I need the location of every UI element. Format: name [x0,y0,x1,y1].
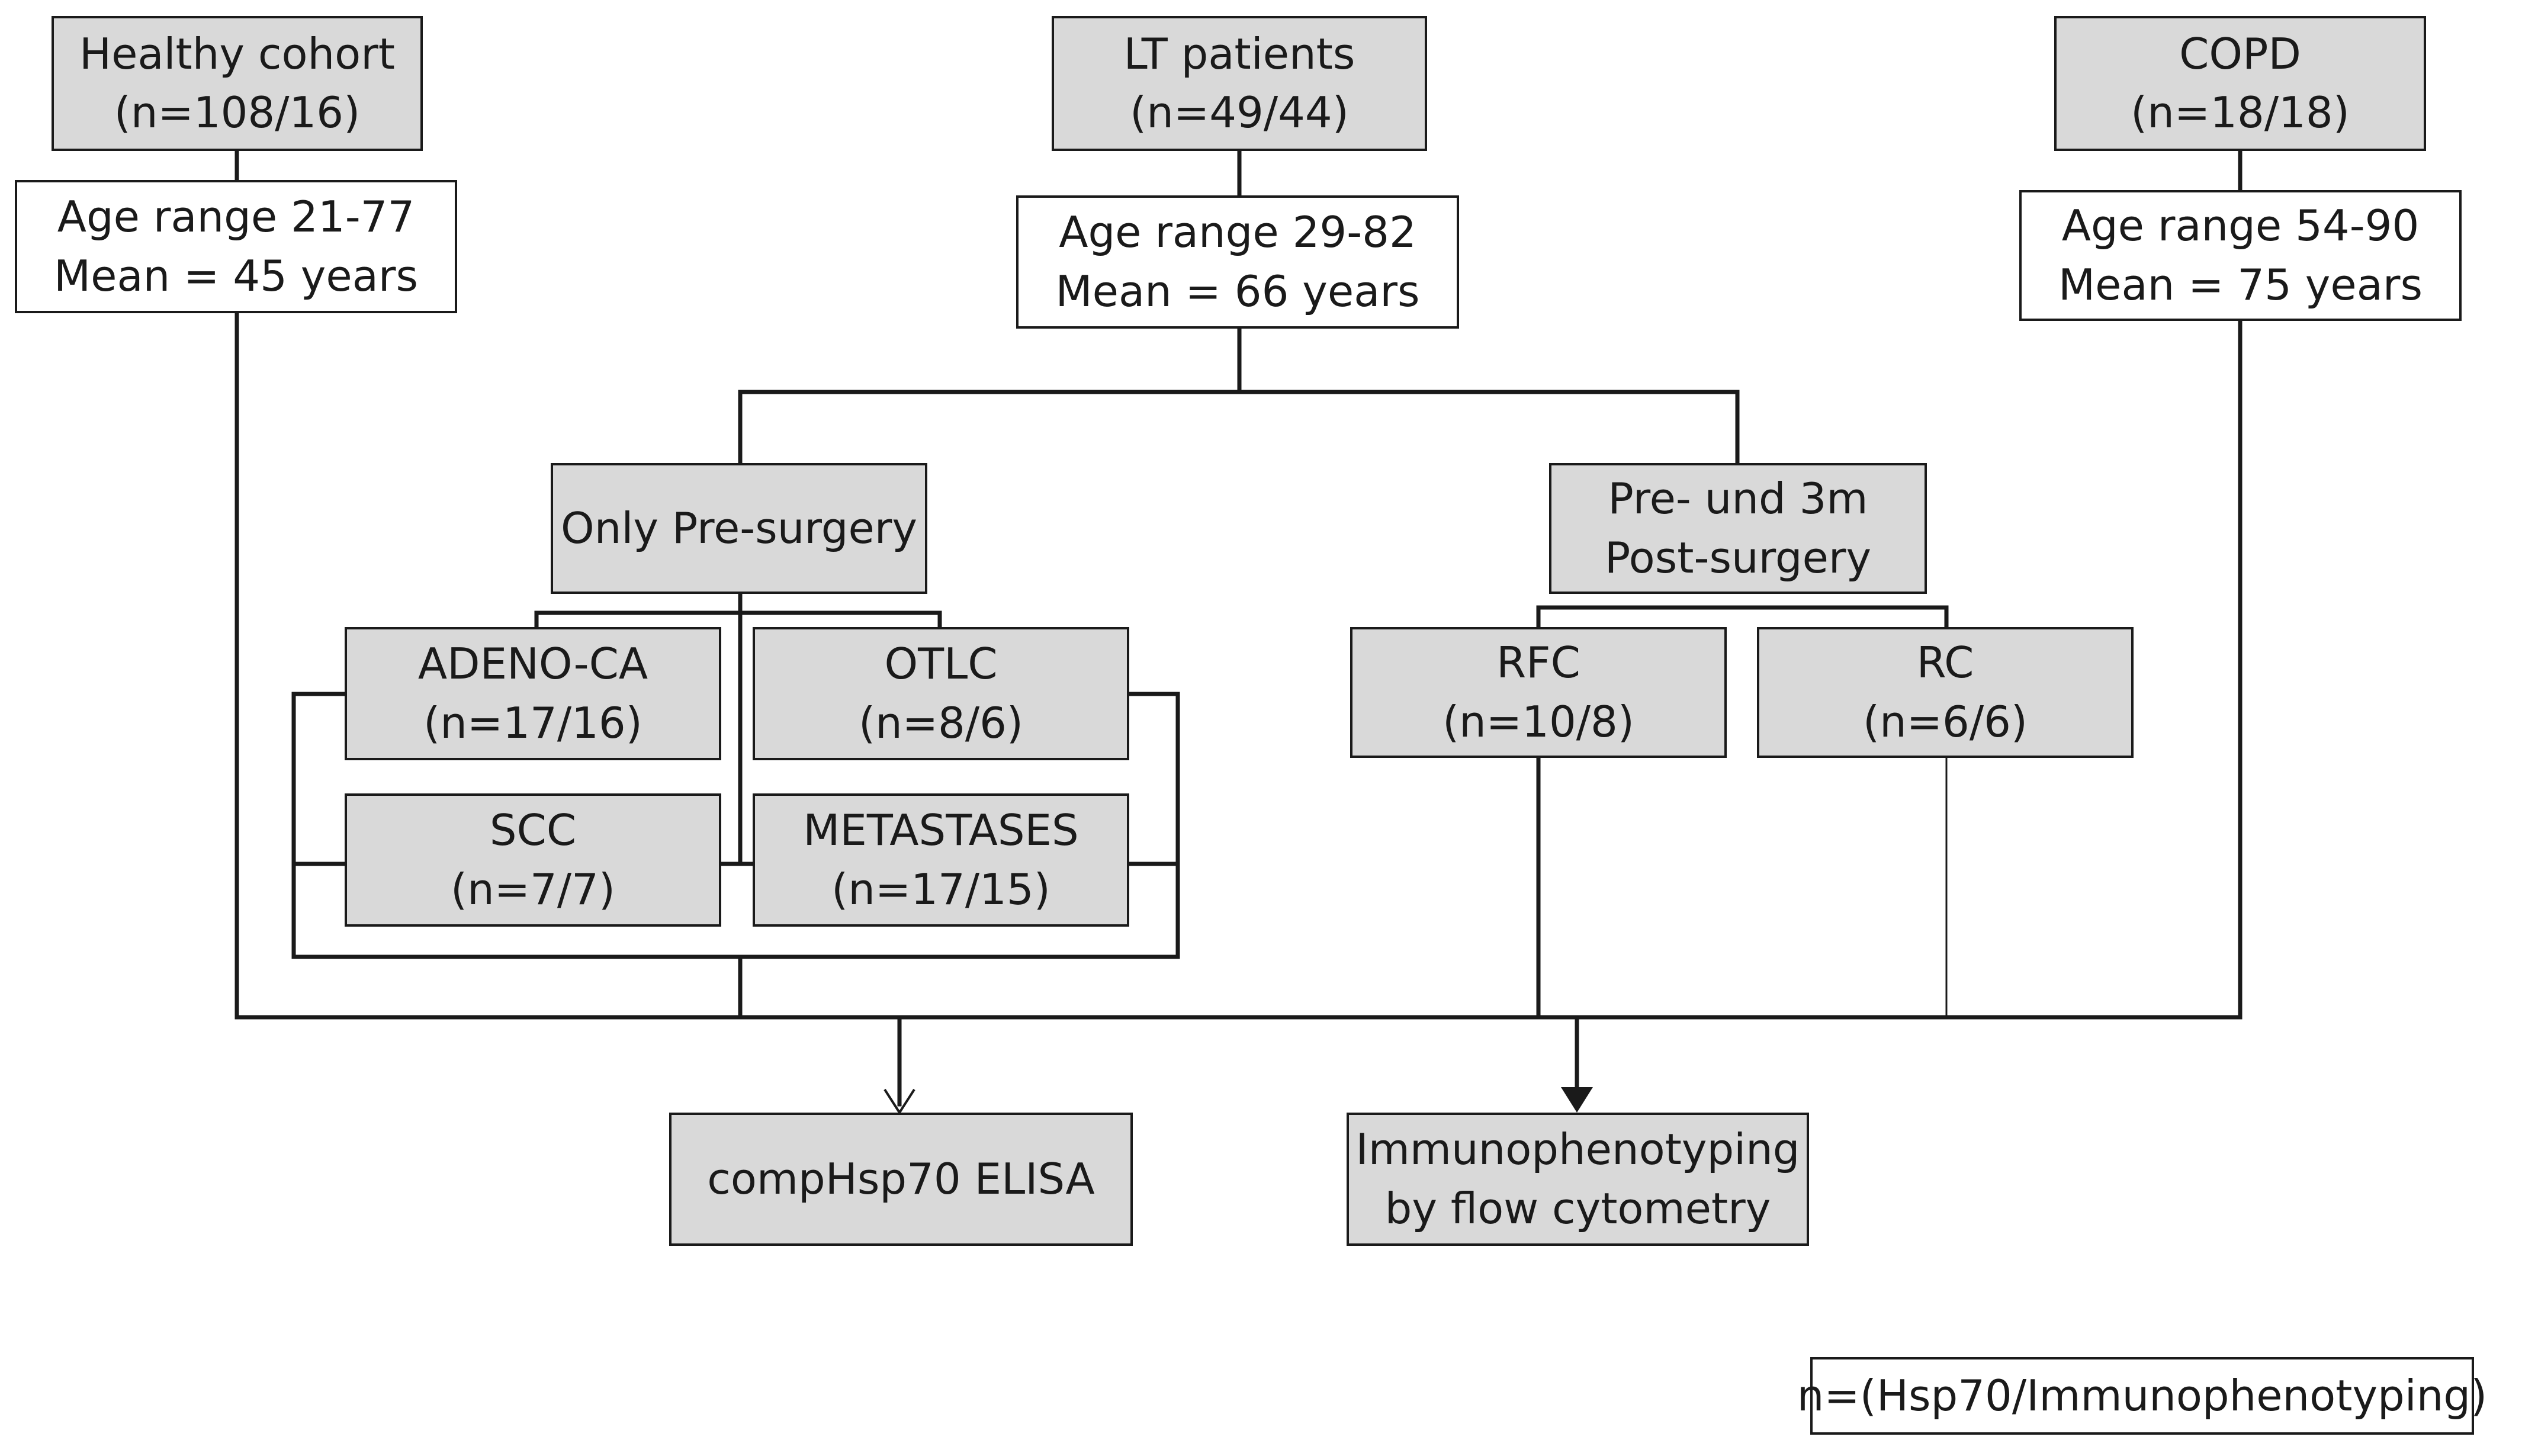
elisa-output-box: compHsp70 ELISA [669,1113,1133,1246]
only-pre-surgery-box: Only Pre-surgery [551,463,927,594]
lt-patients-box: LT patients (n=49/44) [1052,16,1427,151]
lt-age-box: Age range 29-82 Mean = 66 years [1016,195,1459,329]
otlc-label: OTLC [884,639,998,689]
elisa-output-label: compHsp70 ELISA [707,1153,1095,1204]
healthy-cohort-box: Healthy cohort (n=108/16) [52,16,423,151]
otlc-count: (n=8/6) [858,698,1023,748]
copd-box: COPD (n=18/18) [2054,16,2426,151]
healthy-age-range: Age range 21-77 [57,192,415,242]
copd-mean-age: Mean = 75 years [2058,259,2423,310]
copd-title: COPD [2179,28,2301,79]
legend-box: n=(Hsp70/Immunophenotyping) [1797,1357,2487,1435]
healthy-age-box: Age range 21-77 Mean = 45 years [15,180,457,313]
healthy-cohort-count: (n=108/16) [114,88,361,137]
lt-patients-count: (n=49/44) [1130,88,1349,137]
adeno-ca-count: (n=17/16) [423,698,642,748]
otlc-box: OTLC (n=8/6) [753,627,1129,760]
flow-cytometry-line2: by flow cytometry [1384,1183,1771,1233]
rc-count: (n=6/6) [1862,696,2028,747]
rfc-label: RFC [1496,638,1580,688]
flow-cytometry-output-box: Immunophenotyping by flow cytometry [1347,1113,1809,1246]
copd-age-range: Age range 54-90 [2061,201,2420,251]
adeno-ca-box: ADENO-CA (n=17/16) [345,627,721,760]
metastases-label: METASTASES [803,805,1079,856]
legend-text: n=(Hsp70/Immunophenotyping) [1797,1370,2488,1420]
healthy-mean-age: Mean = 45 years [54,250,418,301]
metastases-count: (n=17/15) [831,864,1050,914]
copd-age-box: Age range 54-90 Mean = 75 years [2019,190,2462,321]
pre-post-surgery-line1: Pre- und 3m [1608,474,1868,524]
scc-label: SCC [489,805,577,856]
pre-post-surgery-line2: Post-surgery [1604,532,1872,583]
healthy-cohort-title: Healthy cohort [79,28,396,79]
rc-label: RC [1916,638,1974,688]
pre-post-surgery-box: Pre- und 3m Post-surgery [1549,463,1927,594]
only-pre-surgery-label: Only Pre-surgery [561,503,917,553]
scc-count: (n=7/7) [450,864,615,914]
rc-box: RC (n=6/6) [1757,627,2134,758]
rfc-count: (n=10/8) [1442,696,1634,747]
rfc-box: RFC (n=10/8) [1350,627,1727,758]
adeno-ca-label: ADENO-CA [417,639,648,689]
scc-box: SCC (n=7/7) [345,793,721,927]
lt-patients-title: LT patients [1123,28,1355,79]
lt-mean-age: Mean = 66 years [1055,266,1420,316]
flow-cytometry-line1: Immunophenotyping [1355,1124,1800,1175]
copd-count: (n=18/18) [2131,88,2350,137]
metastases-box: METASTASES (n=17/15) [753,793,1129,927]
lt-age-range: Age range 29-82 [1059,207,1416,258]
